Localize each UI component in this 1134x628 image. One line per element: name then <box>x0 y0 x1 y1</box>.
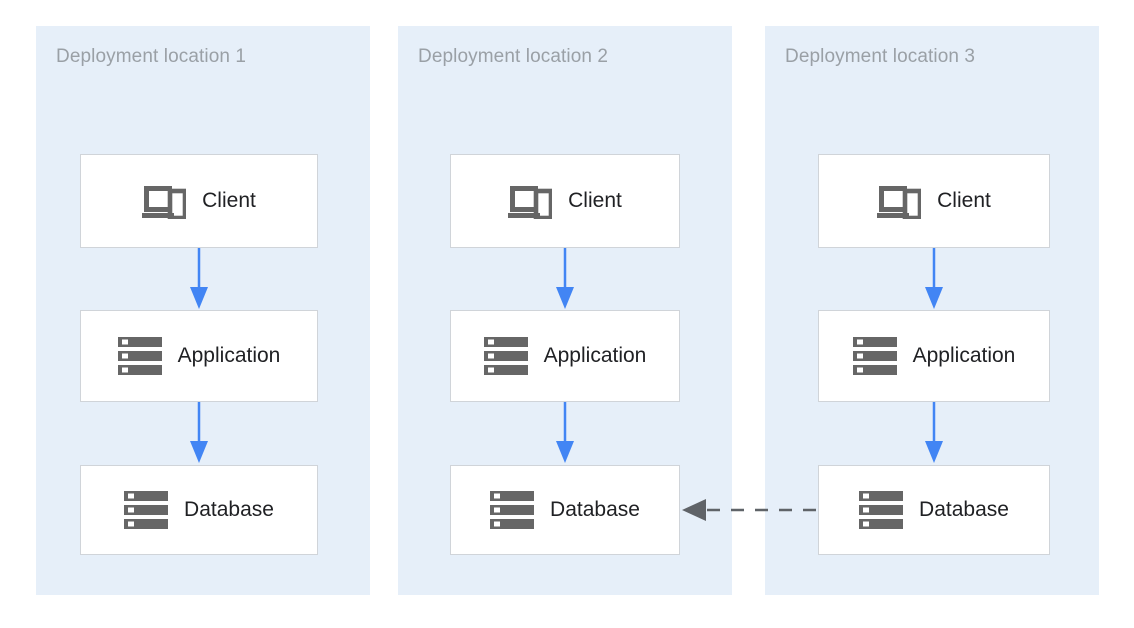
node-application-3[interactable]: Application <box>818 310 1050 402</box>
node-label-client-2: Client <box>568 189 622 212</box>
node-client-3[interactable]: Client <box>818 154 1050 248</box>
node-label-database-2: Database <box>550 498 640 521</box>
node-label-client-3: Client <box>937 189 991 212</box>
panel-title-1: Deployment location 1 <box>56 46 247 67</box>
node-client-1[interactable]: Client <box>80 154 318 248</box>
node-database-2[interactable]: Database <box>450 465 680 555</box>
server-icon <box>483 336 528 376</box>
server-icon <box>117 336 162 376</box>
server-icon <box>852 336 897 376</box>
node-label-application-1: Application <box>177 344 281 367</box>
node-label-database-3: Database <box>919 498 1009 521</box>
node-label-application-3: Application <box>912 344 1016 367</box>
node-database-3[interactable]: Database <box>818 465 1050 555</box>
node-label-application-2: Application <box>543 344 647 367</box>
devices-icon <box>508 183 554 221</box>
node-label-database-1: Database <box>184 498 274 521</box>
server-icon <box>124 490 169 530</box>
node-application-2[interactable]: Application <box>450 310 680 402</box>
node-label-client-1: Client <box>202 189 256 212</box>
node-client-2[interactable]: Client <box>450 154 680 248</box>
devices-icon <box>142 183 188 221</box>
devices-icon <box>877 183 923 221</box>
node-database-1[interactable]: Database <box>80 465 318 555</box>
server-icon <box>859 490 904 530</box>
server-icon <box>490 490 535 530</box>
panel-title-2: Deployment location 2 <box>418 46 609 67</box>
panel-title-3: Deployment location 3 <box>785 46 976 67</box>
node-application-1[interactable]: Application <box>80 310 318 402</box>
